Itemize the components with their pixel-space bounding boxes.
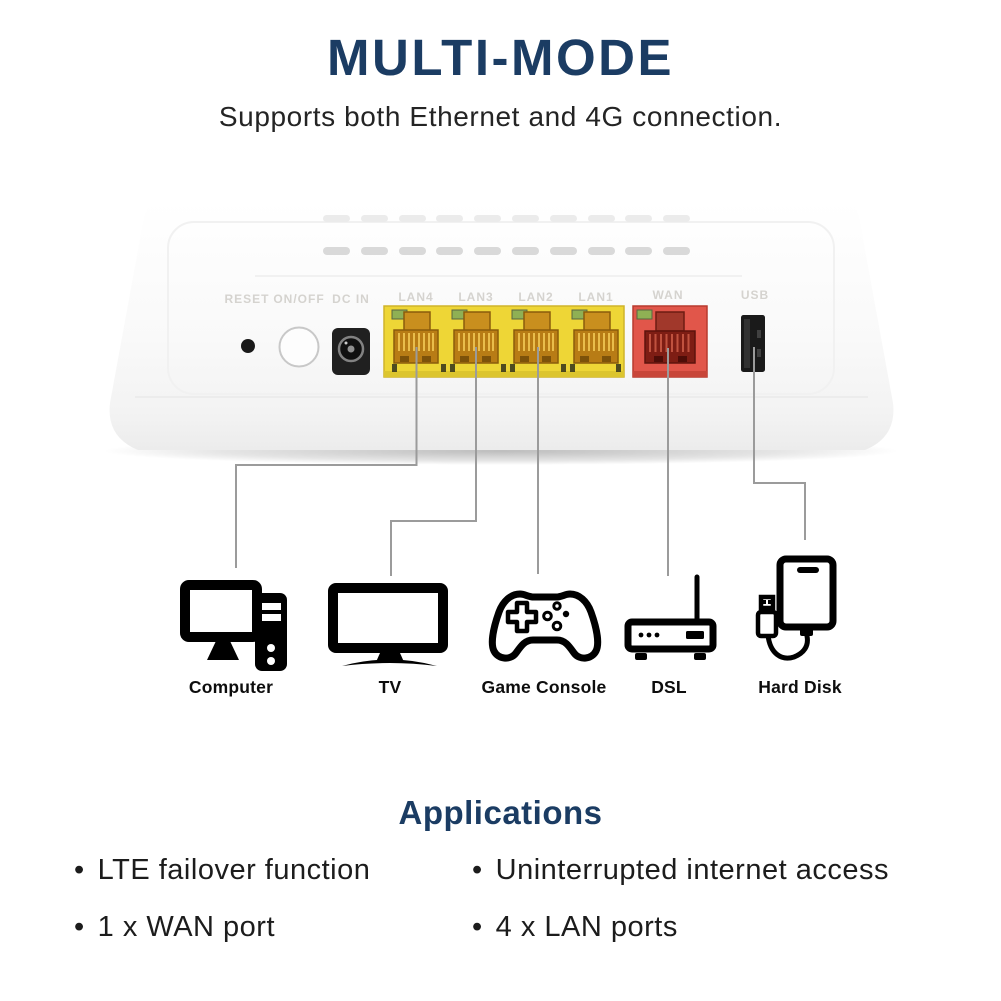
dsl-modem-icon — [624, 574, 717, 660]
lan1-port — [571, 309, 619, 364]
line-usb-to-hard-disk — [753, 347, 806, 540]
application-item-text: Uninterrupted internet access — [495, 854, 889, 886]
tv-icon — [328, 583, 448, 666]
device-label-dsl: DSL — [651, 677, 687, 697]
usb-plug-icon — [758, 594, 776, 611]
page-title: MULTI-MODE — [327, 29, 674, 86]
bullet-glyph: • — [74, 911, 85, 943]
dc-power-jack — [332, 328, 370, 375]
power-button — [278, 326, 320, 368]
port-label-usb: USB — [741, 288, 769, 302]
computer-icon — [180, 580, 287, 671]
connection-lines — [235, 347, 806, 576]
router-back-panel: RESET ON/OFF DC IN LAN4 LAN3 LAN2 LAN1 W… — [103, 201, 899, 465]
wan-port — [632, 305, 708, 378]
bullet-glyph: • — [472, 911, 483, 943]
applications-heading: Applications — [398, 794, 603, 831]
application-item: • LTE failover function — [74, 852, 370, 888]
applications-column-left: • LTE failover function • 1 x WAN port — [74, 852, 370, 966]
device-label-computer: Computer — [188, 677, 274, 697]
line-lan3-to-tv — [390, 347, 477, 576]
line-lan4-to-computer — [235, 347, 418, 568]
application-item-text: 4 x LAN ports — [495, 911, 678, 943]
lan-port-block — [383, 305, 625, 378]
lan2-port — [511, 309, 559, 364]
application-item: • 4 x LAN ports — [472, 909, 889, 945]
port-label-lan3: LAN3 — [458, 290, 493, 304]
device-label-tv: TV — [378, 677, 402, 697]
vent-slots — [255, 215, 742, 277]
port-label-dcin: DC IN — [332, 292, 370, 306]
lan3-port — [451, 309, 499, 364]
port-label-lan2: LAN2 — [518, 290, 553, 304]
bullet-glyph: • — [74, 854, 85, 886]
port-label-onoff: ON/OFF — [273, 292, 324, 306]
hard-disk-icon — [755, 555, 837, 661]
dpad-icon — [505, 600, 539, 634]
bullet-glyph: • — [472, 854, 483, 886]
applications-column-right: • Uninterrupted internet access • 4 x LAN … — [472, 852, 889, 966]
recessed-panel-outline — [167, 221, 835, 395]
port-label-lan1: LAN1 — [578, 290, 613, 304]
port-label-reset: RESET — [224, 292, 269, 306]
port-label-wan: WAN — [653, 288, 684, 302]
device-label-hard-disk: Hard Disk — [758, 677, 842, 697]
latch-holes — [392, 364, 621, 372]
reset-hole — [241, 339, 255, 353]
game-console-icon — [488, 590, 602, 662]
port-label-lan4: LAN4 — [398, 290, 433, 304]
application-item-text: LTE failover function — [97, 854, 371, 886]
device-label-game-console: Game Console — [481, 677, 607, 697]
page-subtitle: Supports both Ethernet and 4G connection… — [218, 101, 783, 132]
application-item: • 1 x WAN port — [74, 909, 370, 945]
application-item: • Uninterrupted internet access — [472, 852, 889, 888]
application-item-text: 1 x WAN port — [97, 911, 276, 943]
usb-port — [741, 315, 765, 372]
